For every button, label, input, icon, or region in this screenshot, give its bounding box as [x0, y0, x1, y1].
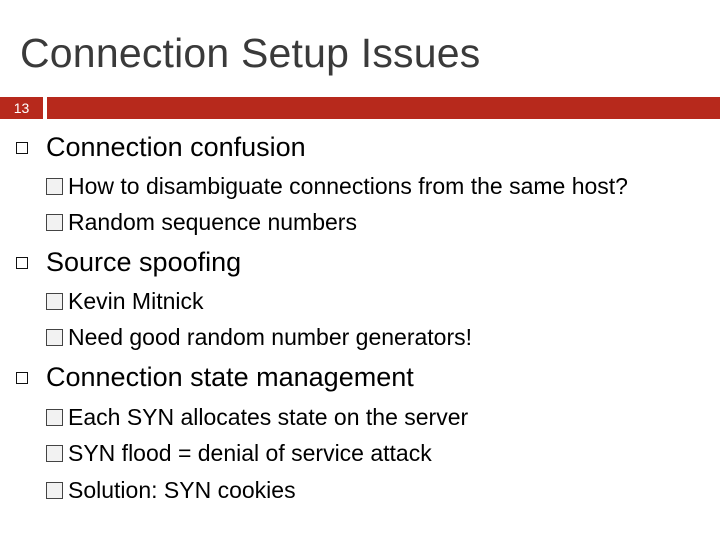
bullet-text: Connection state management	[46, 362, 414, 392]
bullet-text: Source spoofing	[46, 247, 242, 277]
slide-number-bar: 13	[0, 97, 720, 119]
slide-number: 13	[0, 97, 43, 119]
sub-bullet: Kevin Mitnick	[46, 288, 203, 315]
sub-bullet-text: Need good random number generators!	[68, 324, 473, 350]
sub-bullet-text: Each SYN allocates state on the server	[68, 404, 469, 430]
bullet-source-spoofing: Source spoofing	[16, 247, 241, 278]
sub-bullet-text: Kevin Mitnick	[68, 288, 204, 314]
box-bullet-icon	[46, 214, 63, 231]
box-bullet-icon	[46, 409, 63, 426]
sub-bullet: Each SYN allocates state on the server	[46, 404, 468, 431]
sub-bullet: Need good random number generators!	[46, 324, 472, 351]
sub-bullet-text: How to disambiguate connections from the…	[68, 173, 628, 199]
slide-title: Connection Setup Issues	[20, 30, 481, 76]
sub-bullet-text: Random sequence numbers	[68, 209, 357, 235]
sub-bullet-text: Solution: SYN cookies	[68, 477, 296, 503]
sub-bullet: Random sequence numbers	[46, 209, 357, 236]
bullet-connection-state-management: Connection state management	[16, 362, 414, 393]
square-bullet-icon	[16, 371, 28, 384]
square-bullet-icon	[16, 256, 28, 269]
bullet-connection-confusion: Connection confusion	[16, 132, 306, 163]
box-bullet-icon	[46, 178, 63, 195]
sub-bullet: How to disambiguate connections from the…	[46, 173, 628, 200]
box-bullet-icon	[46, 482, 63, 499]
box-bullet-icon	[46, 293, 63, 310]
square-bullet-icon	[16, 141, 28, 154]
sub-bullet-text: SYN flood = denial of service attack	[68, 440, 432, 466]
accent-bar	[47, 97, 720, 119]
sub-bullet: Solution: SYN cookies	[46, 477, 296, 504]
bullet-text: Connection confusion	[46, 132, 306, 162]
box-bullet-icon	[46, 445, 63, 462]
sub-bullet: SYN flood = denial of service attack	[46, 440, 432, 467]
box-bullet-icon	[46, 329, 63, 346]
